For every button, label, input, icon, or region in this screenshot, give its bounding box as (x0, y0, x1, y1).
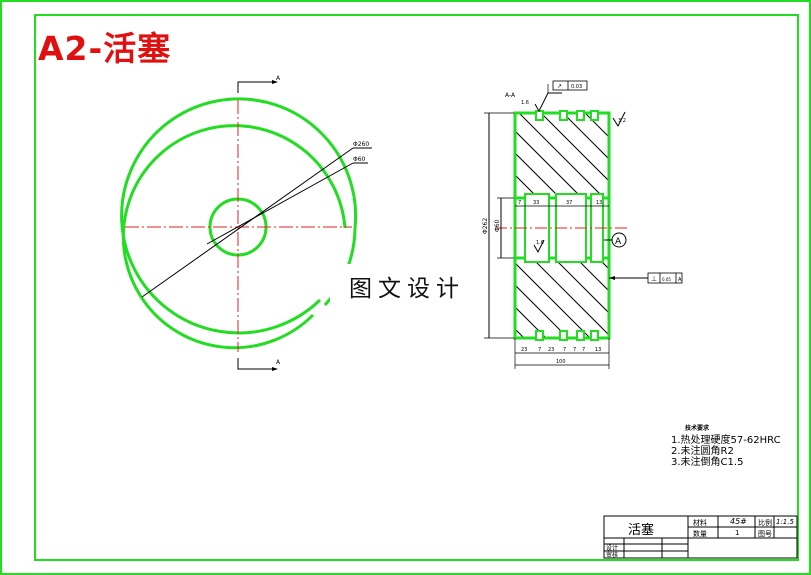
quantity-value: 1 (735, 529, 740, 537)
hatch-line (515, 284, 569, 338)
roughness-right: 3.2 (618, 118, 626, 124)
front-view: A A Φ260 Φ60 (120, 75, 372, 371)
top-dim-4: 13 (596, 200, 602, 206)
bottom-dim-3: 23 (548, 347, 554, 353)
hatch-line (540, 113, 609, 182)
hatch-line (584, 113, 609, 138)
hatch-line (651, 113, 811, 338)
material-label: 材料 (693, 519, 707, 527)
hatch-line (518, 113, 609, 204)
bottom-dim-7: 13 (595, 347, 601, 353)
svg-text:↗: ↗ (557, 83, 562, 90)
scale-value: 1:1.5 (776, 518, 794, 526)
bottom-dim-5: 7 (573, 347, 576, 353)
outer-circle-arc (120, 97, 358, 335)
tech-req-heading: 技术要求 (685, 425, 710, 432)
technical-requirements: 技术要求 1.热处理硬度57-62HRC 2.未注圆角R2 3.未注倒角C1.5 (671, 423, 781, 468)
overall-diameter-dim: Φ262 (482, 218, 489, 234)
bottom-dim-2: 7 (538, 347, 541, 353)
leader-outer (141, 147, 354, 298)
perpendicularity-frame (647, 272, 683, 284)
diameter-outer-label: Φ260 (353, 141, 369, 148)
sheet-label: 图号 (758, 530, 772, 538)
hatch-line (673, 113, 811, 338)
bottom-dim-6: 7 (582, 347, 585, 353)
bottom-dim-4: 7 (563, 347, 566, 353)
bore-diameter-dim: Φ60 (494, 219, 501, 232)
leader-inner (206, 162, 354, 245)
quantity-label: 数量 (693, 530, 707, 538)
bottom-dim-1: 23 (521, 347, 527, 353)
section-view: A-A Φ262 Φ60 (482, 80, 811, 369)
tech-req-item-2: 2.未注圆角R2 (671, 446, 734, 457)
drawing-title: A2-活塞 (38, 29, 172, 68)
reviewer-label: 审核 (606, 552, 619, 559)
tech-req-item-3: 3.未注倒角C1.5 (671, 457, 744, 468)
flatness-tolerance: 0.05 (662, 277, 671, 282)
datum-circle (611, 232, 627, 248)
section-label: A-A (505, 92, 516, 99)
hatch-line (606, 113, 609, 116)
hatch-line (515, 240, 609, 336)
cut-label-bottom: A (276, 359, 281, 366)
cut-mark-bottom (237, 358, 272, 370)
svg-text:A: A (678, 277, 682, 283)
title-block (603, 515, 798, 559)
overall-width-dim: 100 (556, 359, 566, 365)
hatch-line (562, 113, 609, 160)
hatch-line (515, 262, 591, 338)
scale-label: 比例 (758, 519, 772, 527)
roughness-bore: 1.6 (536, 240, 544, 246)
watermark: 图文设计 (330, 264, 484, 308)
top-dim-3: 37 (566, 200, 572, 206)
roughness-top: 1.6 (521, 100, 529, 106)
part-name: 活塞 (628, 523, 655, 538)
material-value: 45# (730, 517, 747, 526)
runout-tolerance: 0.03 (571, 84, 582, 90)
hatch-line (515, 130, 609, 226)
diameter-inner-label: Φ60 (353, 156, 366, 163)
runout-frame (552, 80, 588, 91)
outer-circle-arc-2 (121, 124, 347, 350)
datum-label: A (615, 237, 622, 247)
inner-frame (34, 14, 799, 561)
top-dim-1: 7 (518, 200, 521, 206)
cut-mark-top (237, 81, 272, 93)
designer-label: 设计 (606, 545, 619, 552)
hatch-line (629, 113, 811, 338)
tech-req-item-1: 1.热处理硬度57-62HRC (671, 435, 781, 446)
top-dim-2: 33 (533, 200, 539, 206)
cut-label-top: A (276, 75, 281, 82)
svg-text:⊥: ⊥ (651, 275, 657, 283)
